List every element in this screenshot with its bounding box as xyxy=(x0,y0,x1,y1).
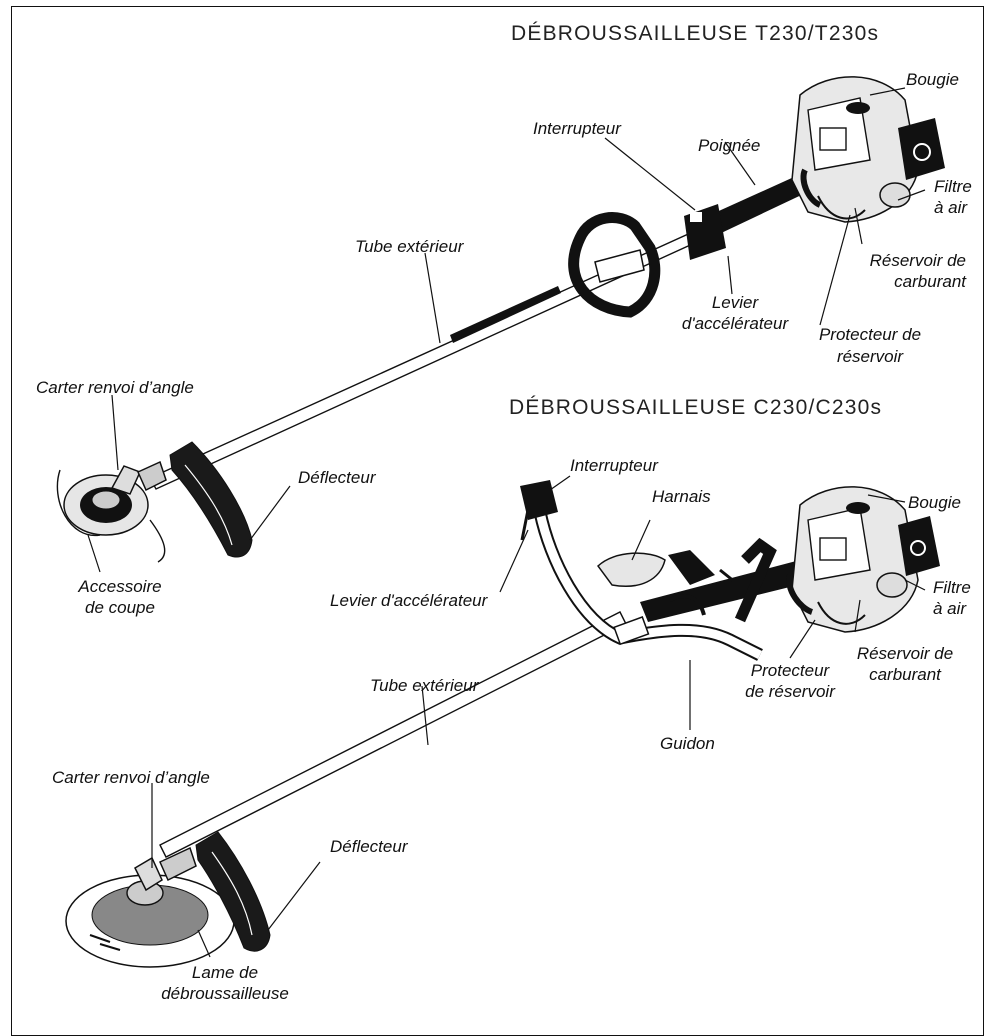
bottom-trimmer xyxy=(66,480,940,967)
label-levier-top-1: Levier xyxy=(665,292,805,313)
label-bougie-top: Bougie xyxy=(906,69,959,90)
label-carter-top: Carter renvoi d’angle xyxy=(36,377,194,398)
label-carter-bottom: Carter renvoi d’angle xyxy=(52,767,210,788)
label-interrupteur-bottom: Interrupteur xyxy=(570,455,658,476)
top-gear-head xyxy=(57,462,166,562)
label-protecteur-top-2: réservoir xyxy=(800,346,940,367)
label-reservoir-top-2: carburant xyxy=(894,271,966,292)
label-lame-2: débroussailleuse xyxy=(145,983,305,1004)
label-filtre-bottom-1: Filtre xyxy=(933,577,971,598)
bottom-title: DÉBROUSSAILLEUSE C230/C230s xyxy=(509,396,882,420)
label-accessoire-2: de coupe xyxy=(60,597,180,618)
label-protecteur-bottom-2: de réservoir xyxy=(720,681,860,702)
label-tube-bottom: Tube extérieur xyxy=(370,675,478,696)
label-levier-bottom: Levier d'accélérateur xyxy=(330,590,487,611)
label-lame-1: Lame de xyxy=(145,962,305,983)
label-levier-top-2: d'accélérateur xyxy=(665,313,805,334)
label-guidon: Guidon xyxy=(660,733,715,754)
top-engine xyxy=(792,77,945,222)
top-trimmer xyxy=(57,77,945,562)
label-poignee: Poignée xyxy=(698,135,760,156)
bottom-shaft-sleeve xyxy=(640,560,810,622)
label-reservoir-top-1: Réservoir de xyxy=(870,250,966,271)
label-protecteur-top-1: Protecteur de xyxy=(800,324,940,345)
bottom-outer-tube xyxy=(160,612,626,857)
top-tube-grip-band xyxy=(450,286,561,343)
label-filtre-top-1: Filtre xyxy=(934,176,972,197)
label-harnais: Harnais xyxy=(652,486,711,507)
label-tube-top: Tube extérieur xyxy=(355,236,463,257)
top-title: DÉBROUSSAILLEUSE T230/T230s xyxy=(511,22,879,46)
label-interrupteur-top: Interrupteur xyxy=(533,118,621,139)
label-bougie-bottom: Bougie xyxy=(908,492,961,513)
label-filtre-bottom-2: à air xyxy=(933,598,966,619)
label-filtre-top-2: à air xyxy=(934,197,967,218)
label-accessoire-1: Accessoire xyxy=(60,576,180,597)
label-protecteur-bottom-1: Protecteur xyxy=(720,660,860,681)
label-deflecteur-bottom: Déflecteur xyxy=(330,836,407,857)
label-deflecteur-top: Déflecteur xyxy=(298,467,375,488)
